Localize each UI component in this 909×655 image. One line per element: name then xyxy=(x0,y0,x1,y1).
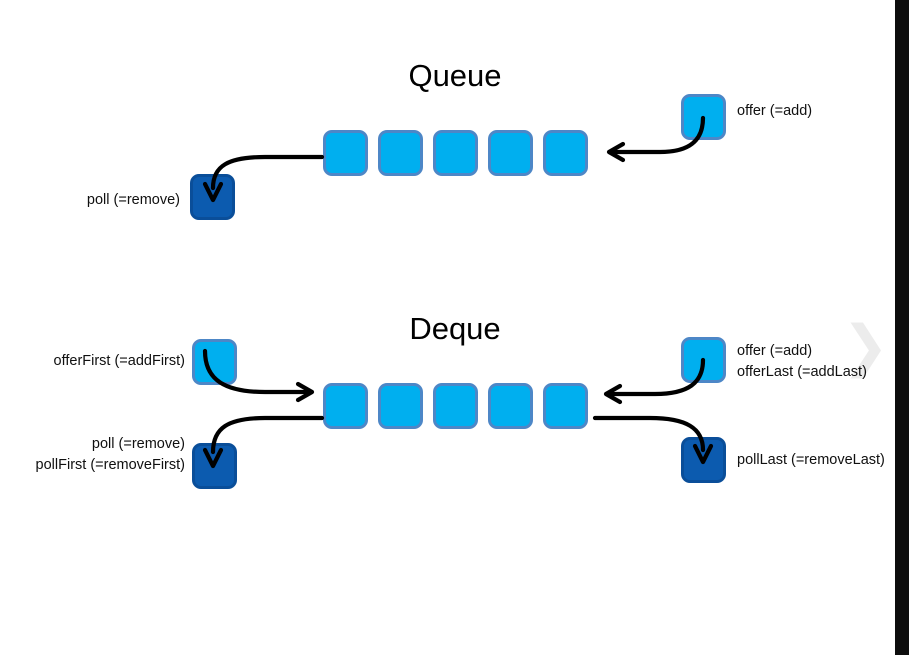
deque-cell xyxy=(323,383,368,429)
queue-offer-arrowhead xyxy=(606,141,626,163)
deque-poll-label: poll (=remove) xyxy=(91,436,185,452)
right-edge-band xyxy=(895,0,909,655)
deque-poll-first-box xyxy=(192,443,237,489)
deque-title: Deque xyxy=(409,311,501,346)
queue-poll-box xyxy=(190,174,235,220)
deque-offer-first-box xyxy=(192,339,237,385)
deque-cell xyxy=(378,383,423,429)
deque-poll-first-label: pollFirst (=removeFirst) xyxy=(35,457,185,473)
deque-cell xyxy=(433,383,478,429)
deque-offer-last-arrowhead xyxy=(603,383,623,405)
deque-offer-first-label: offerFirst (=addFirst) xyxy=(53,353,185,369)
deque-poll-last-label: pollLast (=removeLast) xyxy=(737,452,885,468)
queue-title: Queue xyxy=(408,58,502,93)
queue-poll-label: poll (=remove) xyxy=(86,192,180,208)
deque-offer-last-label: offerLast (=addLast) xyxy=(737,364,867,380)
deque-offer-first-arrowhead xyxy=(295,381,315,403)
queue-cell xyxy=(543,130,588,176)
deque-cell xyxy=(543,383,588,429)
queue-cell xyxy=(488,130,533,176)
chevron-right-icon: ❯ xyxy=(842,314,889,377)
deque-cell xyxy=(488,383,533,429)
queue-offer-label: offer (=add) xyxy=(737,103,813,119)
queue-offer-box xyxy=(681,94,726,140)
queue-cell xyxy=(323,130,368,176)
deque-offer-label: offer (=add) xyxy=(737,343,813,359)
queue-cell xyxy=(378,130,423,176)
queue-cell xyxy=(433,130,478,176)
deque-poll-last-box xyxy=(681,437,726,483)
deque-offer-last-box xyxy=(681,337,726,383)
